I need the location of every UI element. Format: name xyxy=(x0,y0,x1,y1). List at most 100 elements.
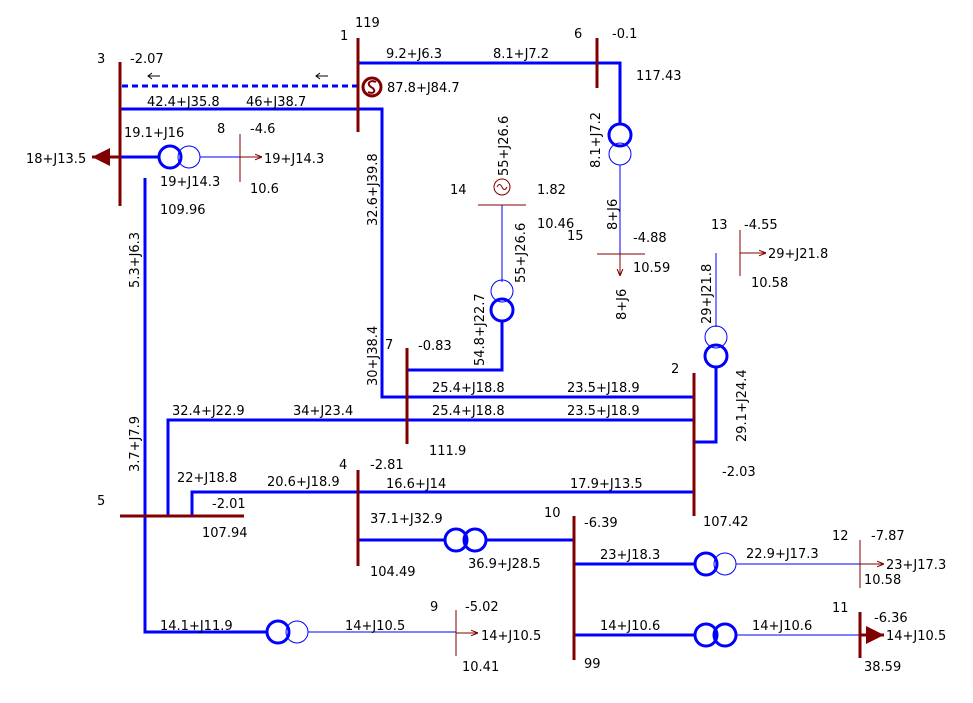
transformer-13-2[interactable] xyxy=(703,325,729,369)
dashed-arrow-left-icon xyxy=(147,72,160,80)
line-5-4[interactable] xyxy=(190,490,694,516)
flow-4-2-to: 17.9+J13.5 xyxy=(570,477,643,492)
bus-3-number: 3 xyxy=(97,52,105,67)
bus-2-voltage: 107.42 xyxy=(703,515,749,530)
bus-6-voltage: 117.43 xyxy=(636,69,682,84)
flow-4-10-to: 36.9+J28.5 xyxy=(468,557,541,572)
bus-9-voltage: 10.41 xyxy=(462,660,499,675)
flow-7-2-lower-from: 25.4+J18.8 xyxy=(432,404,505,419)
flow-1-7-to: 30+J38.4 xyxy=(366,326,381,386)
bus-14-angle: 1.82 xyxy=(537,183,566,198)
line-1-7[interactable] xyxy=(358,107,694,399)
bus-4-voltage: 104.49 xyxy=(370,565,416,580)
flow-load-3: 18+J13.5 xyxy=(26,152,86,167)
dashed-arrow-right-icon xyxy=(315,72,328,80)
flow-6-15-to: 8+J6 xyxy=(606,199,621,230)
line-5-7[interactable] xyxy=(166,418,694,516)
bus-13-number: 13 xyxy=(711,218,728,233)
bus-7-voltage: 111.9 xyxy=(429,444,466,459)
bus-1-voltage: 119 xyxy=(355,16,380,31)
bus-4-number: 4 xyxy=(339,458,347,473)
flow-14-7-from: 55+J26.6 xyxy=(514,223,529,283)
bus-6-angle: -0.1 xyxy=(612,27,637,42)
flow-7-2-upper-to: 23.5+J18.9 xyxy=(567,381,640,396)
line-14-7[interactable] xyxy=(407,322,504,372)
bus-3-angle: -2.07 xyxy=(130,52,164,67)
flow-load-11: 14+J10.5 xyxy=(886,629,946,644)
bus-12-number: 12 xyxy=(832,529,849,544)
flow-load-15: 8+J6 xyxy=(615,289,630,320)
flow-3-1-from: 42.4+J35.8 xyxy=(147,95,220,110)
bus-11-number: 11 xyxy=(832,601,849,616)
bus-5-voltage: 107.94 xyxy=(202,526,248,541)
bus-15-voltage: 10.59 xyxy=(633,261,670,276)
generator-14-icon[interactable] xyxy=(493,178,511,196)
transformer-5-9[interactable] xyxy=(265,619,309,645)
line-3-5[interactable] xyxy=(143,178,268,634)
transformer-10-11[interactable] xyxy=(693,622,738,648)
flow-load-12: 23+J17.3 xyxy=(886,558,946,573)
line-13-2[interactable] xyxy=(694,367,718,444)
bus-12-angle: -7.87 xyxy=(871,529,905,544)
bus-labels: 1 119 3 -2.07 109.96 6 -0.1 117.43 8 -4.… xyxy=(97,16,908,675)
transformer-6-15[interactable] xyxy=(607,122,633,166)
bus-bars xyxy=(118,38,862,660)
flow-gen-14: 55+J26.6 xyxy=(497,116,512,176)
bus-8-voltage: 10.6 xyxy=(250,182,279,197)
flow-3-1-to: 46+J38.7 xyxy=(246,95,306,110)
flow-1-6-to: 8.1+J7.2 xyxy=(493,47,549,62)
bus-5-angle: -2.01 xyxy=(212,497,246,512)
flow-10-11-to: 14+J10.6 xyxy=(752,619,812,634)
line-1-6[interactable] xyxy=(358,61,622,123)
bus-14-number: 14 xyxy=(450,183,467,198)
flow-3-8-to: 19+J14.3 xyxy=(160,175,220,190)
flow-5-4-to: 20.6+J18.9 xyxy=(267,475,340,490)
flow-7-2-lower-to: 23.5+J18.9 xyxy=(567,404,640,419)
bus-9-number: 9 xyxy=(430,600,438,615)
transformer-4-10[interactable] xyxy=(443,527,488,553)
load-arrows xyxy=(92,148,884,644)
bus-7-angle: -0.83 xyxy=(418,339,452,354)
flow-3-5-from: 5.3+J6.3 xyxy=(128,232,143,288)
transformer-14-7[interactable] xyxy=(489,279,515,323)
bus-8-number: 8 xyxy=(217,122,225,137)
bus-10-angle: -6.39 xyxy=(584,516,618,531)
flow-slack: 87.8+J84.7 xyxy=(387,81,460,96)
bus-11-voltage: 38.59 xyxy=(864,660,901,675)
flow-load-8: 19+J14.3 xyxy=(264,152,324,167)
flow-13-2-from: 29+J21.8 xyxy=(700,264,715,324)
bus-13-angle: -4.55 xyxy=(744,218,778,233)
flow-3-8-from: 19.1+J16 xyxy=(124,126,184,141)
flow-13-2-to: 29.1+J24.4 xyxy=(735,369,750,442)
flow-7-2-upper-from: 25.4+J18.8 xyxy=(432,381,505,396)
bus-11-angle: -6.36 xyxy=(874,611,908,626)
dashed-line-arrows xyxy=(147,72,328,80)
bus-8-angle: -4.6 xyxy=(250,122,275,137)
bus-14-voltage: 10.46 xyxy=(537,217,574,232)
flow-5-7-to: 34+J23.4 xyxy=(293,404,353,419)
bus-2-angle: -2.03 xyxy=(722,465,756,480)
bus-7-number: 7 xyxy=(385,338,393,353)
bus-9-angle: -5.02 xyxy=(465,600,499,615)
flow-4-10-from: 37.1+J32.9 xyxy=(370,512,443,527)
flow-5-7-from: 32.4+J22.9 xyxy=(172,404,245,419)
flow-14-7-to: 54.8+J22.7 xyxy=(473,293,488,366)
flow-labels: 9.2+J6.3 8.1+J7.2 87.8+J84.7 42.4+J35.8 … xyxy=(26,47,946,644)
slack-generator-icon[interactable] xyxy=(361,76,383,98)
bus-15-angle: -4.88 xyxy=(633,231,667,246)
flow-6-15-from: 8.1+J7.2 xyxy=(589,112,604,168)
flow-1-6-from: 9.2+J6.3 xyxy=(386,47,442,62)
transformer-3-8[interactable] xyxy=(157,144,201,170)
bus-10-number: 10 xyxy=(544,506,561,521)
flow-load-9: 14+J10.5 xyxy=(481,629,541,644)
flow-labels-vertical: 32.6+J39.8 30+J38.4 5.3+J6.3 3.7+J7.9 8.… xyxy=(128,112,750,472)
bus-12-voltage: 10.58 xyxy=(864,573,901,588)
bus-3-voltage: 109.96 xyxy=(160,203,206,218)
secondary-lines xyxy=(200,156,860,636)
bus-15-number: 15 xyxy=(567,229,584,244)
flow-5-9-from: 14.1+J11.9 xyxy=(160,619,233,634)
flow-10-12-from: 23+J18.3 xyxy=(600,548,660,563)
branch-lines xyxy=(120,61,718,637)
transformer-10-12[interactable] xyxy=(693,551,737,577)
